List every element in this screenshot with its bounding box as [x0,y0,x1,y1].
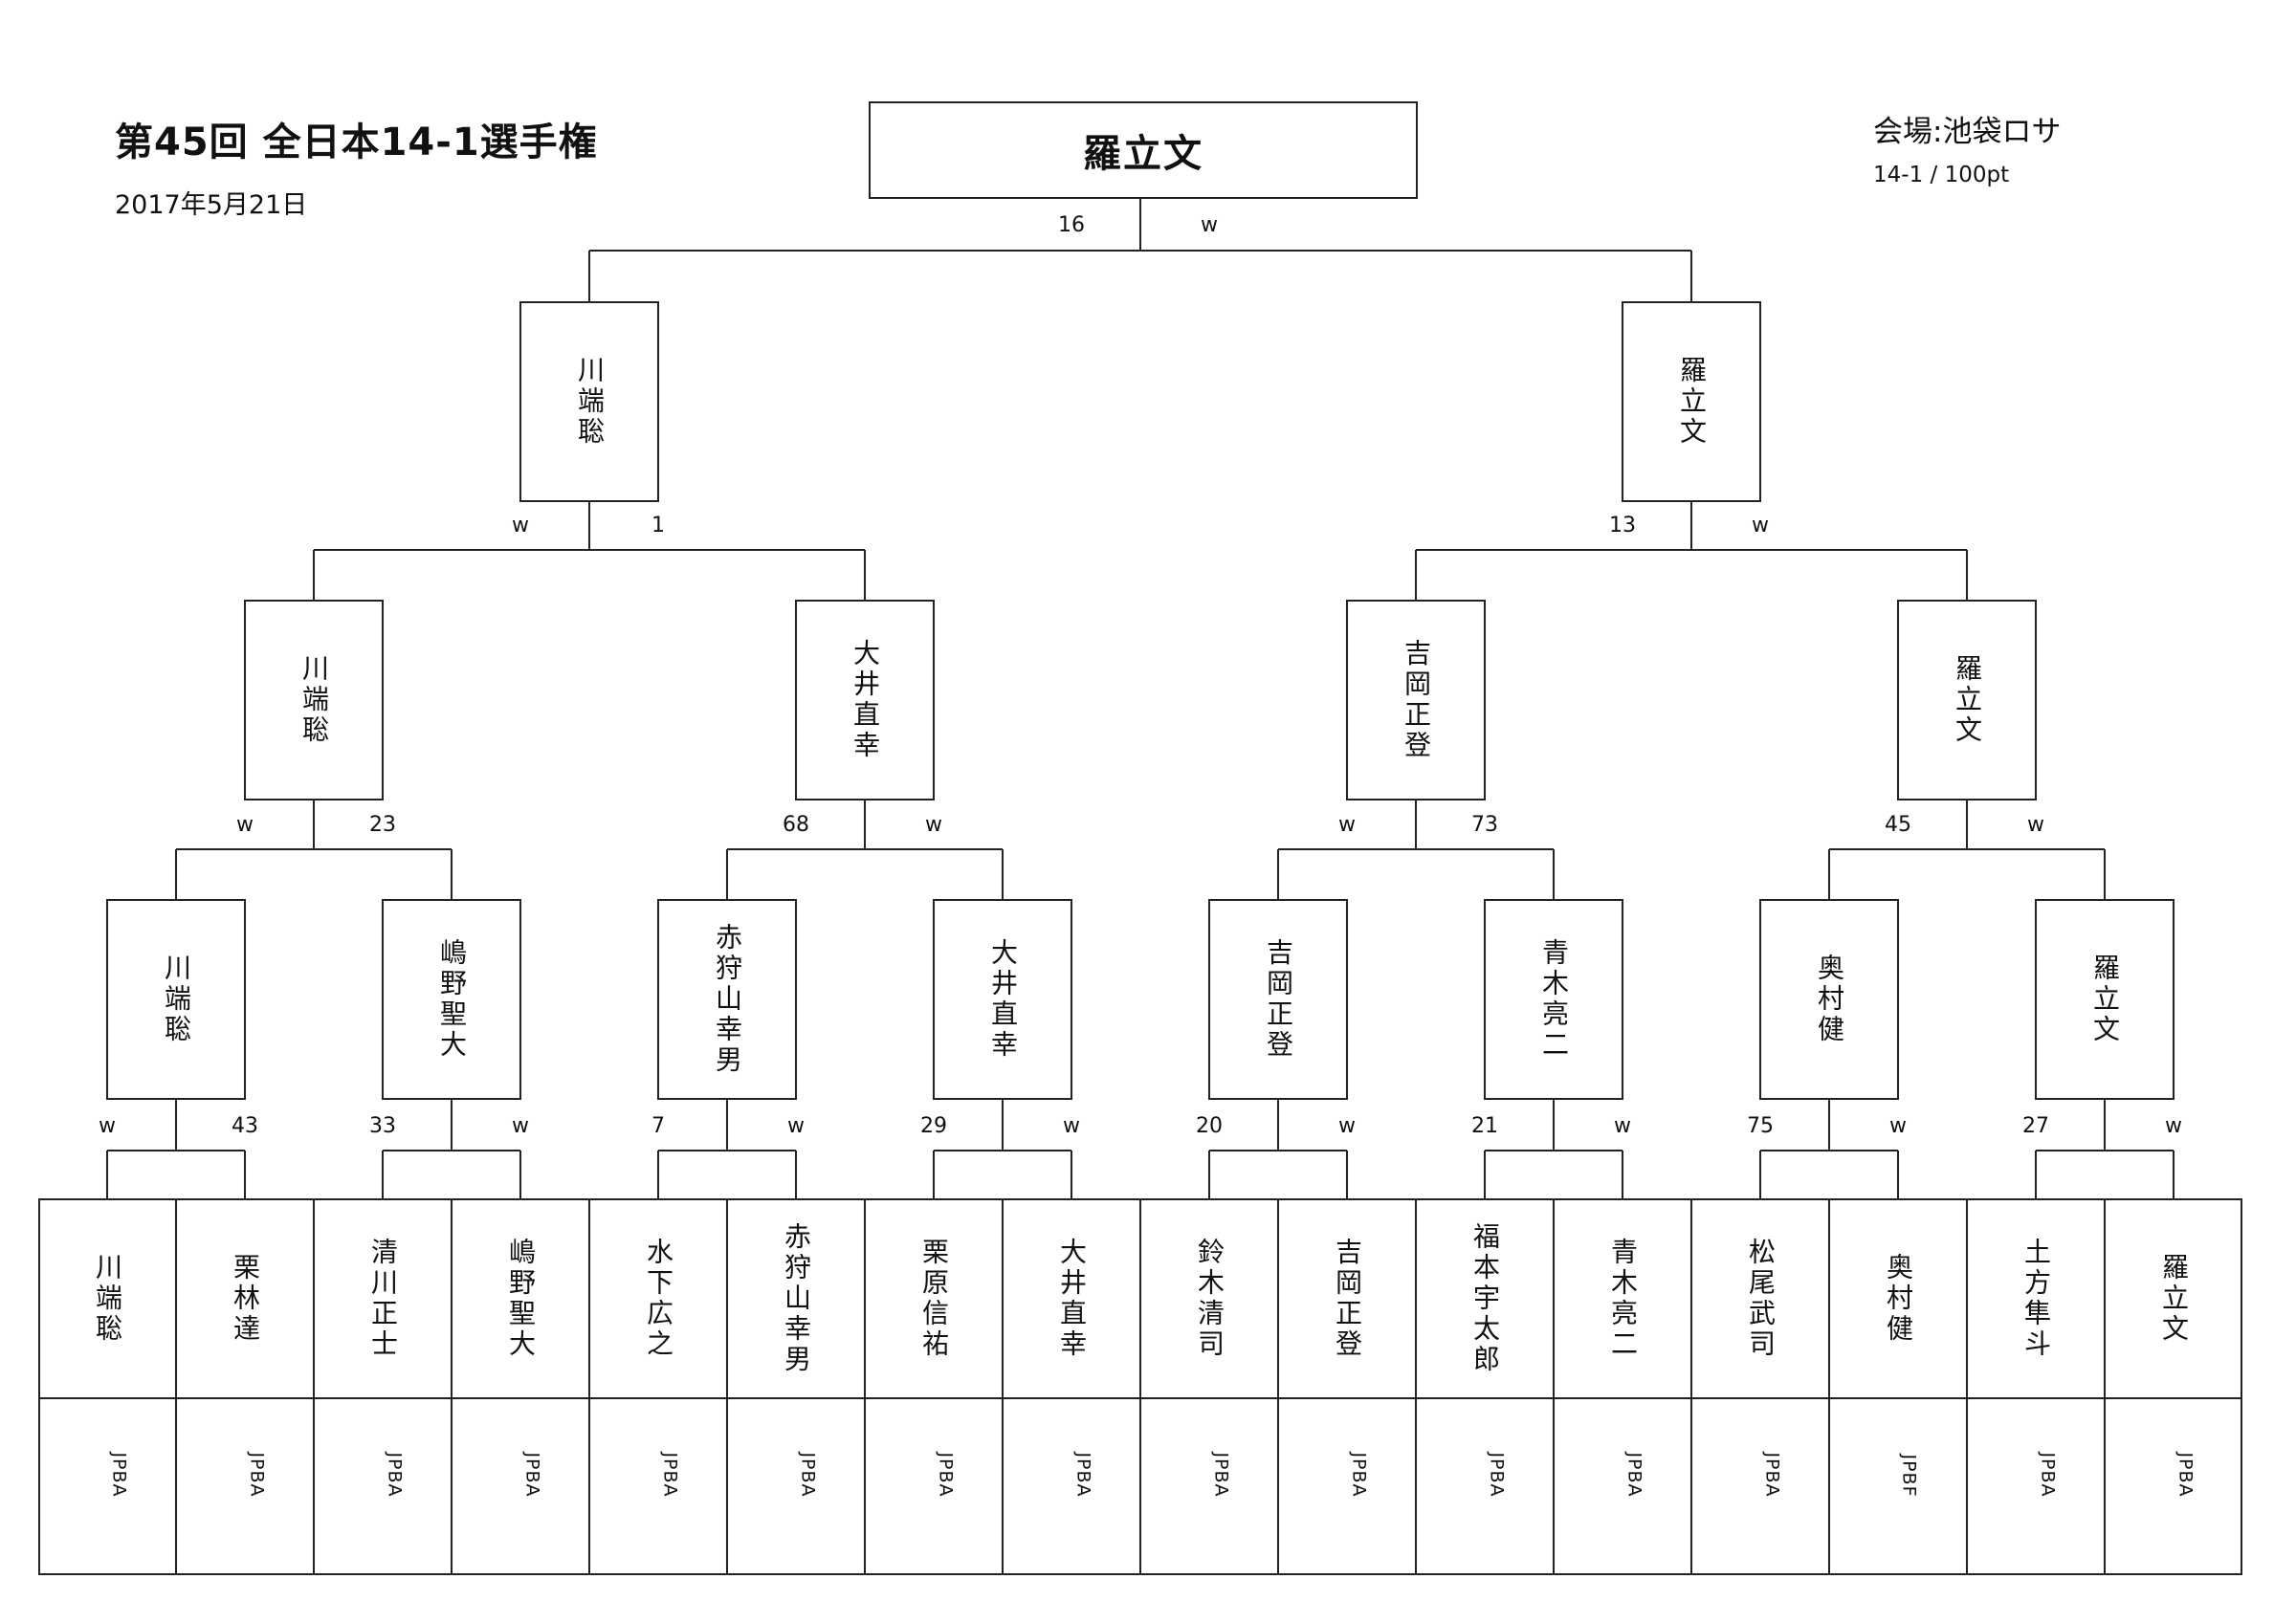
entrant-name: 嶋野聖大 [505,1237,537,1360]
entrant-name: 川端聡 [92,1252,123,1345]
score-label: w [2165,1114,2182,1138]
entrant-name: 青木亮二 [1607,1237,1639,1360]
round-of-16-box: 吉岡正登 [1208,899,1348,1100]
score-label: w [512,514,529,537]
score-label: 16 [1058,213,1085,237]
round-of-16-box: 嶋野聖大 [382,899,521,1100]
score-label: w [1614,1114,1631,1138]
player-name: 奥村健 [1814,954,1845,1045]
round-of-16-box: 羅立文 [2035,899,2175,1100]
round-of-16-box: 赤狩山幸男 [657,899,797,1100]
champion-box: 羅立文 [869,101,1418,199]
score-label: 27 [2022,1114,2049,1138]
round-of-16-box: 奥村健 [1759,899,1899,1100]
score-label: 68 [783,813,809,837]
score-label: 33 [369,1114,396,1138]
score-label: 29 [920,1114,947,1138]
entrant-name: 清川正士 [367,1237,399,1360]
player-name: 吉岡正登 [1401,639,1432,761]
score-label: 75 [1747,1114,1774,1138]
entrant-name: 赤狩山幸男 [781,1221,812,1375]
score-label: 20 [1196,1114,1223,1138]
round-of-16-box: 川端聡 [106,899,246,1100]
entrant-name: 奥村健 [1883,1252,1914,1345]
page-title: 第45回 全日本14-1選手権 [115,121,598,164]
entrant-name: 福本宇太郎 [1469,1221,1501,1375]
entrant-name: 松尾武司 [1745,1237,1777,1360]
quarterfinal-box: 羅立文 [1897,600,2037,801]
entrant-name: 羅立文 [2158,1252,2190,1345]
score-label: w [1201,213,1218,237]
entrant-name: 栗林達 [230,1252,261,1345]
score-label: w [236,813,254,837]
event-date: 2017年5月21日 [115,190,308,220]
semifinal-box: 川端聡 [519,301,659,502]
player-name: 羅立文 [1952,654,1983,746]
score-label: w [1889,1114,1907,1138]
score-label: 43 [232,1114,258,1138]
entrant-name: 栗原信祐 [918,1237,950,1360]
player-name: 川端聡 [574,356,606,448]
player-name: 大井直幸 [987,938,1019,1061]
score-label: 13 [1609,514,1636,537]
entrants-table [38,1198,2242,1575]
quarterfinal-box: 吉岡正登 [1346,600,1486,801]
player-name: 嶋野聖大 [436,938,468,1061]
score-label: w [1338,1114,1356,1138]
score-label: 23 [369,813,396,837]
player-name: 羅立文 [1676,356,1708,448]
player-name: 赤狩山幸男 [712,923,743,1076]
score-label: w [99,1114,116,1138]
entrant-name: 大井直幸 [1056,1237,1088,1360]
entrant-name: 土方隼斗 [2020,1237,2052,1360]
score-label: w [512,1114,529,1138]
player-name: 大井直幸 [850,639,881,761]
quarterfinal-box: 大井直幸 [795,600,935,801]
score-label: 45 [1885,813,1911,837]
round-of-16-box: 青木亮二 [1484,899,1623,1100]
score-label: 1 [651,514,665,537]
entrant-name: 鈴木清司 [1194,1237,1225,1360]
player-name: 羅立文 [2089,954,2121,1045]
score-label: 73 [1471,813,1498,837]
format-label: 14-1 / 100pt [1873,163,2010,187]
score-label: w [1063,1114,1080,1138]
score-label: w [787,1114,805,1138]
entrant-name: 吉岡正登 [1332,1237,1363,1360]
score-label: 21 [1471,1114,1498,1138]
round-of-16-box: 大井直幸 [933,899,1072,1100]
quarterfinal-box: 川端聡 [244,600,384,801]
semifinal-box: 羅立文 [1622,301,1761,502]
score-label: 7 [651,1114,665,1138]
score-label: w [1338,813,1356,837]
venue-label: 会場:池袋ロサ [1873,115,2062,149]
score-label: w [1752,514,1769,537]
player-name: 川端聡 [161,954,192,1045]
player-name: 川端聡 [298,654,330,746]
entrant-name: 水下広之 [643,1237,674,1360]
score-label: w [2027,813,2044,837]
player-name: 吉岡正登 [1263,938,1294,1061]
score-label: w [925,813,942,837]
player-name: 青木亮二 [1538,938,1570,1061]
